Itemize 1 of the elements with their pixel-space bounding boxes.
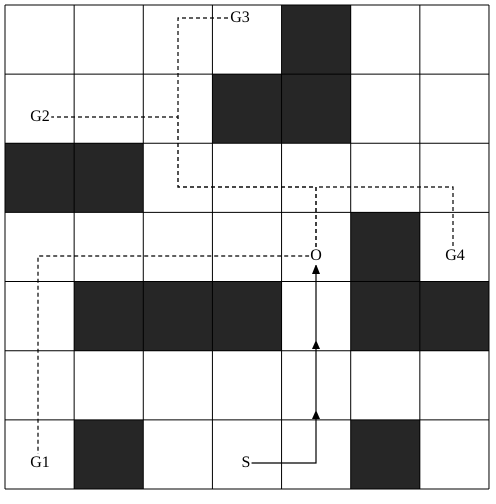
cell-label: O (309, 247, 323, 265)
